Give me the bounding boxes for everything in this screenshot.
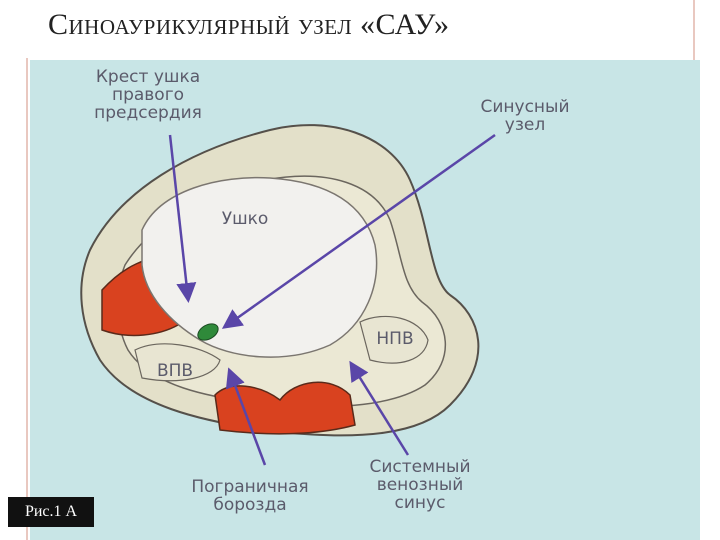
slide-title: Синоаурикулярный узел «САУ»: [48, 8, 450, 41]
label-svc: ВПВ: [156, 361, 194, 381]
sinus-node-shape: [197, 323, 219, 341]
arrow-terminal-sulcus: [225, 367, 267, 466]
label-sinus-node: Синусный узел: [480, 97, 570, 135]
label-auricle: Ушко: [221, 209, 269, 229]
auricle-shape: [141, 176, 378, 358]
label-auricle-crest: Крест ушка правого предсердия: [94, 67, 202, 123]
slide-frame-left: [26, 58, 28, 540]
arrow-venous-sinus: [349, 360, 410, 456]
label-ivc: НПВ: [376, 329, 414, 349]
figure-caption: Рис.1 А: [8, 497, 94, 527]
arrow-auricle-crest: [168, 134, 197, 303]
arrow-sinus-node: [221, 133, 496, 329]
label-terminal-sulcus: Пограничная борозда: [191, 477, 309, 515]
heart-illustration: [80, 124, 496, 466]
muscle-bottom: [214, 381, 356, 435]
label-venous-sinus: Системный венозный синус: [369, 457, 471, 513]
svc-opening: [134, 343, 221, 382]
heart-diagram: Крест ушка правого предсердия Синусный у…: [30, 60, 700, 540]
ivc-opening: [359, 315, 429, 364]
